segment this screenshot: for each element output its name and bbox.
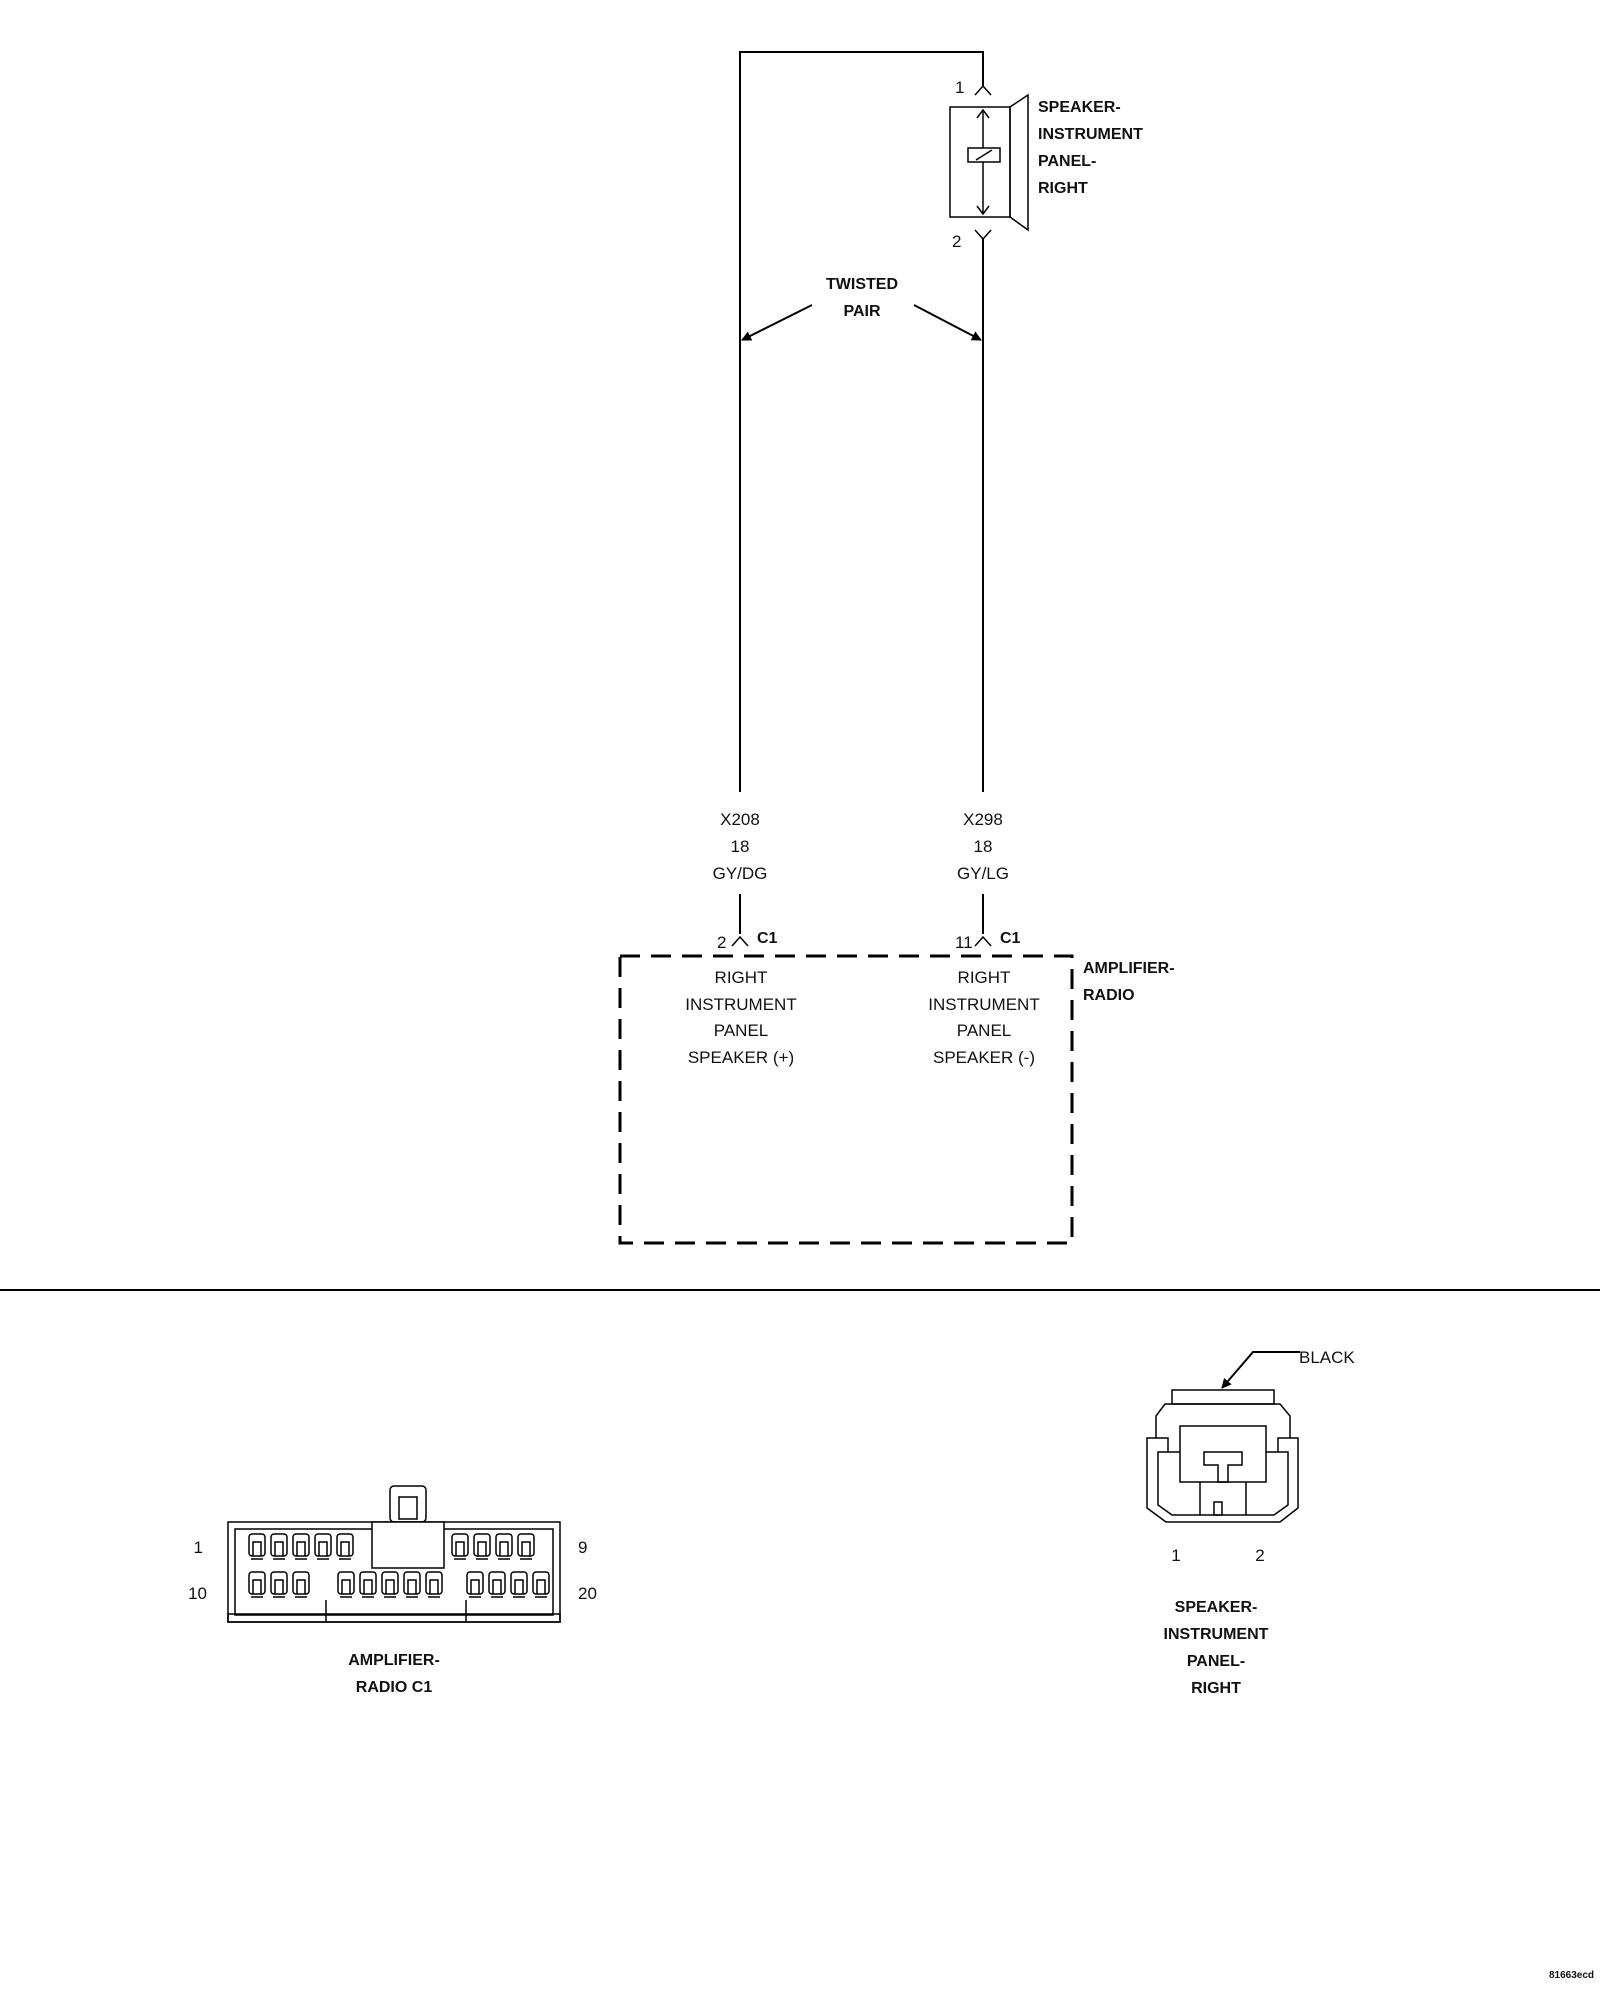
speaker-conn-label-line: PANEL- [1187,1653,1245,1670]
speaker-name-line: INSTRUMENT [1038,126,1143,143]
color-callout-arrow [1221,1351,1300,1389]
terminal-cavity [336,1533,354,1560]
twisted-pair-arrow-left [741,304,813,341]
connector-top-rail [1171,1389,1275,1405]
speaker-connector-label: SPEAKER- INSTRUMENT PANEL- RIGHT [1164,1599,1269,1697]
wire-gauge: 18 [731,837,750,856]
amp-c1-pin-10-label: 10 [188,1584,207,1603]
wire-color: GY/LG [957,864,1009,883]
speaker-name-line: RIGHT [1038,180,1088,197]
wire-circuit: X298 [963,810,1003,829]
amp-pin-11-connector: C1 [1000,930,1021,947]
terminal-cavity [488,1571,506,1598]
terminal-cavity [510,1571,528,1598]
terminal-cavity [473,1533,491,1560]
wire-label-x298: X298 18 GY/LG [957,810,1009,883]
terminal-cavity [270,1571,288,1598]
wire-label-x208: X208 18 GY/DG [713,810,768,883]
wire-gauge: 18 [974,837,993,856]
terminal-cavity [381,1571,399,1598]
terminal-cavity [270,1533,288,1560]
function-line: SPEAKER (-) [933,1048,1035,1067]
connector-latch [389,1485,427,1523]
terminal-cavity [292,1571,310,1598]
speaker-pin-2-marker [974,229,992,241]
connector-base [227,1613,561,1623]
terminal-cavity [248,1571,266,1598]
amp-pin-2-number: 2 [717,933,726,952]
connector-latch-base [371,1521,445,1569]
speaker-name-line: SPEAKER- [1038,99,1121,116]
terminal-cavity [466,1571,484,1598]
terminal-cavity [337,1571,355,1598]
speaker-name: SPEAKER- INSTRUMENT PANEL- RIGHT [1038,99,1143,197]
amp-pin-2-connector: C1 [757,930,778,947]
amp-pin-11-function: RIGHT INSTRUMENT PANEL SPEAKER (-) [928,968,1039,1067]
speaker-connector-view [1146,1389,1299,1523]
twisted-pair-arrow-right [913,304,982,341]
amplifier-radio-name: AMPLIFIER- RADIO [1083,960,1175,1004]
speaker-name-line: PANEL- [1038,153,1096,170]
amp-pin-2-function: RIGHT INSTRUMENT PANEL SPEAKER (+) [685,968,796,1067]
amp-pin-11-number: 11 [955,933,973,952]
function-line: RIGHT [715,968,768,987]
speaker-symbol [949,93,1029,232]
function-line: RIGHT [958,968,1011,987]
amplifier-radio-box [618,954,1074,1245]
terminal-cavity [314,1533,332,1560]
twisted-pair-label: PAIR [843,303,880,320]
speaker-conn-label-line: RIGHT [1191,1680,1241,1697]
terminal-cavity [451,1533,469,1560]
wire-x208 [739,51,984,792]
function-line: PANEL [714,1021,769,1040]
amp-pin-11-marker [974,935,992,947]
terminal-cavity [532,1571,550,1598]
function-line: INSTRUMENT [685,995,796,1014]
function-line: SPEAKER (+) [688,1048,794,1067]
speaker-pin-1-marker [974,84,992,96]
speaker-pin-2-label: 2 [952,232,961,251]
amp-c1-pin-1-label: 1 [194,1538,203,1557]
terminal-cavity [403,1571,421,1598]
connector-cavity [1179,1425,1267,1483]
amp-name-line: AMPLIFIER- [1083,960,1175,977]
terminal-cavity [359,1571,377,1598]
speaker-color-callout: BLACK [1221,1348,1355,1389]
speaker-conn-pin-1-label: 1 [1171,1546,1180,1565]
amp-c1-pin-20-label: 20 [578,1584,597,1603]
connector-terminals [248,1533,550,1598]
amp-c1-label: AMPLIFIER- [348,1652,440,1669]
speaker-conn-pin-2-label: 2 [1255,1546,1264,1565]
twisted-pair-label: TWISTED [826,276,898,293]
speaker-color-label: BLACK [1299,1348,1355,1367]
speaker-pin-1-label: 1 [955,78,964,97]
terminal-cavity [248,1533,266,1560]
amp-c1-pin-9-label: 9 [578,1538,587,1557]
wire-circuit: X208 [720,810,760,829]
terminal-cavity [292,1533,310,1560]
terminal-cavity [517,1533,535,1560]
wire-color: GY/DG [713,864,768,883]
function-line: INSTRUMENT [928,995,1039,1014]
amp-c1-label: RADIO C1 [356,1679,433,1696]
twisted-pair-callout: TWISTED PAIR [741,276,982,341]
terminal-cavity [495,1533,513,1560]
function-line: PANEL [957,1021,1012,1040]
amp-c1-connector-view [227,1485,561,1623]
speaker-conn-label-line: INSTRUMENT [1164,1626,1269,1643]
amp-pin-2-marker [731,935,749,947]
figure-id: 81663ecd [1549,1970,1594,1981]
terminal-cavity [425,1571,443,1598]
speaker-conn-label-line: SPEAKER- [1175,1599,1258,1616]
amp-name-line: RADIO [1083,987,1135,1004]
